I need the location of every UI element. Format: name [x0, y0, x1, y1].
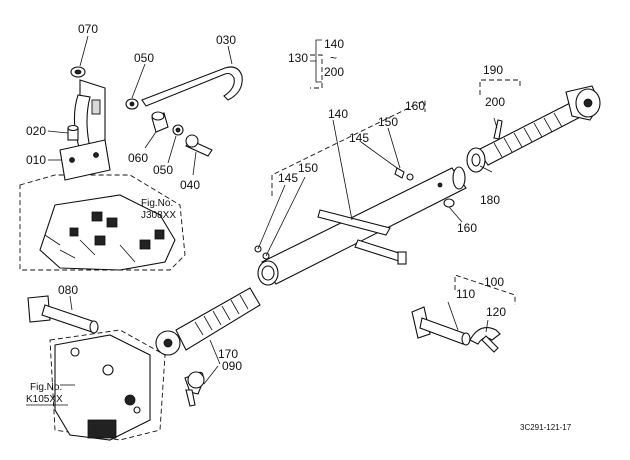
fig-ref-j308: Fig.No. J308XX: [141, 198, 176, 221]
label-010: 010: [26, 153, 46, 167]
lynch-pin-090: [184, 371, 205, 407]
label-060: 060: [128, 151, 148, 165]
fig-ref-j308-line1: Fig.No.: [141, 198, 173, 209]
label-090: 090: [222, 359, 242, 373]
label-140-upper: 140: [324, 37, 344, 51]
part-labels: 070 050 030 020 010 060 050 040 130 140 …: [26, 22, 506, 373]
pin-110: [411, 306, 471, 346]
top-link-tube-group: [254, 54, 467, 286]
pin-030: [141, 66, 243, 107]
label-140-lower: 140: [328, 107, 348, 121]
bolt-040: [185, 134, 213, 157]
handle-bar: [317, 209, 407, 265]
nut-180: [466, 147, 486, 173]
label-200-lower: 200: [485, 95, 505, 109]
label-150-right: 150: [378, 115, 398, 129]
bolt-020: [67, 124, 79, 141]
nut-070: [70, 66, 86, 78]
pin-assembly-100-group: [411, 274, 516, 353]
label-030: 030: [216, 33, 236, 47]
label-110: 110: [456, 287, 475, 301]
label-160-lower: 160: [457, 221, 477, 235]
fig-ref-k105-line1: Fig.No.: [30, 382, 62, 393]
fig-ref-k105-line2: K105XX: [26, 394, 63, 405]
label-050-lower: 050: [153, 163, 173, 177]
top-link-bracket-group: [19, 35, 243, 271]
label-040: 040: [180, 178, 200, 192]
label-145-right: 145: [349, 131, 369, 145]
drawing-code: 3C291-121-17: [520, 423, 572, 432]
turnbuckle-end-190-group: [466, 79, 601, 173]
fig-ref-k105: Fig.No. K105XX: [26, 382, 68, 406]
lynch-pin-120: [469, 327, 501, 353]
label-150-left: 150: [298, 161, 318, 175]
lower-left-group: [27, 287, 261, 441]
label-180: 180: [480, 193, 500, 207]
label-050-upper: 050: [134, 51, 154, 65]
pin-080: [27, 295, 99, 334]
lower-casting: [49, 329, 166, 441]
upper-casting: [19, 174, 186, 271]
plug-160: [443, 198, 455, 208]
label-170: 170: [218, 347, 238, 361]
turnbuckle-end-170: [155, 287, 261, 356]
label-020: 020: [26, 124, 46, 138]
label-120: 120: [486, 305, 506, 319]
bracket-010: [59, 79, 111, 181]
grease-nipple-150-right: [394, 167, 414, 181]
label-200-upper: 200: [324, 65, 344, 79]
label-070: 070: [78, 22, 98, 36]
turnbuckle-end-190: [477, 85, 601, 166]
washer-050-upper: [125, 98, 139, 110]
label-130: 130: [288, 51, 308, 65]
label-tilde: ~: [330, 51, 337, 65]
fig-ref-j308-line2: J308XX: [141, 210, 176, 221]
label-080: 080: [58, 283, 78, 297]
spacer-060: [151, 111, 169, 133]
label-160-upper: 160: [405, 99, 425, 113]
label-145-left: 145: [278, 171, 298, 185]
label-100: 100: [484, 275, 504, 289]
label-190: 190: [483, 63, 503, 77]
washer-050-lower: [172, 124, 184, 136]
grease-nipple-150-left: [254, 245, 270, 260]
